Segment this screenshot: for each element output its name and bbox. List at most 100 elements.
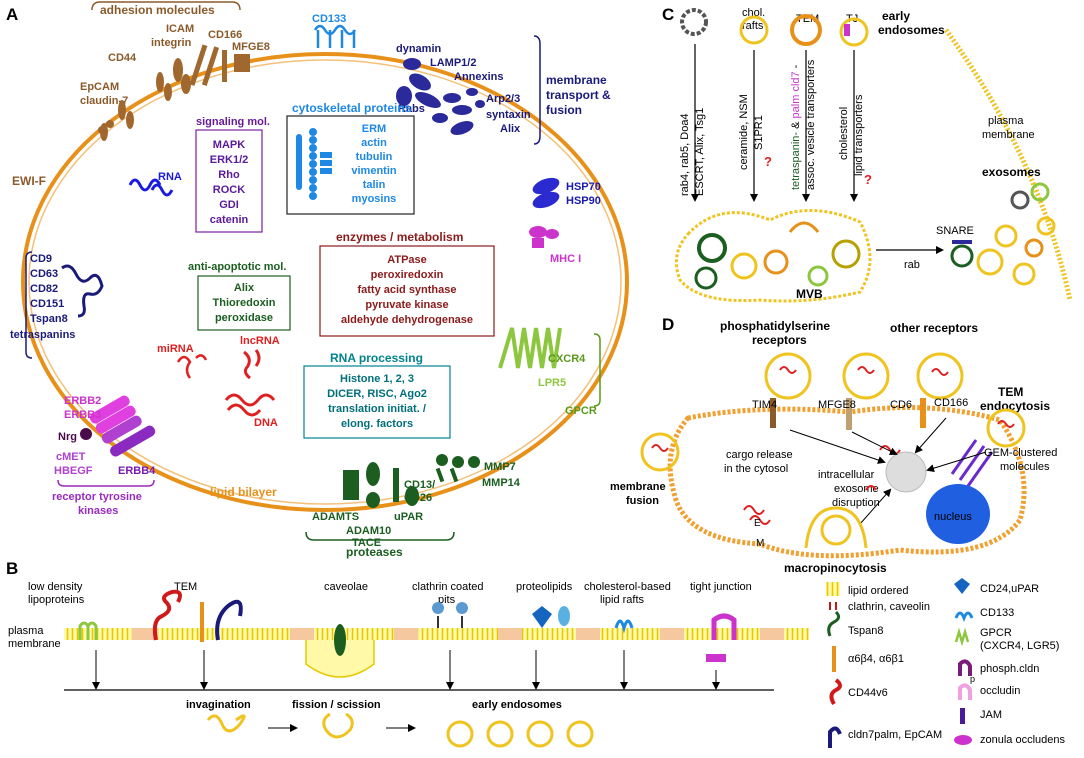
cytoskeletal-item: tubulin — [356, 151, 393, 163]
legend-cd24: CD24,uPAR — [980, 583, 1039, 595]
panel-a: A adhesion molecules ICAM integrin CD166… — [6, 1, 629, 559]
pathway-3a: tetraspanin- & palm cld7 - — [790, 64, 802, 190]
panel-b-legend: lipid ordered clathrin, caveolin Tspan8 … — [826, 578, 1066, 748]
caveolae-dip — [305, 640, 375, 678]
cd44-label: CD44 — [108, 52, 137, 64]
protease-bracket — [305, 531, 455, 541]
legend-zonula: zonula occludens — [980, 734, 1066, 746]
hsp90-shape — [532, 191, 560, 209]
macropinocytosis-cup — [804, 506, 868, 549]
legend-gpcr-swatch — [954, 627, 970, 647]
transport-title-3: fusion — [546, 103, 582, 117]
legend-gpcr-1: GPCR — [980, 627, 1012, 639]
cd133-b-shape — [614, 619, 634, 634]
legend-cldn7: cldn7palm, EpCAM — [848, 729, 942, 741]
membrane-patch — [132, 628, 158, 640]
mhc-label: MHC I — [550, 253, 581, 265]
cd26-label: CD26 — [404, 492, 432, 504]
exosome — [1030, 182, 1050, 202]
signaling-item: ROCK — [213, 184, 245, 196]
tj-label: tight junction — [690, 581, 752, 593]
caveolae-protein — [334, 624, 346, 656]
pathway-2-question: ? — [764, 154, 772, 169]
cmet-label: cMET — [56, 451, 86, 463]
cd166-label: CD166 — [208, 29, 242, 41]
chol-rafts-label-1: chol. — [742, 7, 765, 19]
legend-integrin-swatch — [832, 646, 836, 672]
tj-claudin — [711, 613, 737, 640]
tem-cd44v6 — [152, 589, 182, 641]
cd133-shape — [313, 24, 357, 48]
d-exosome-cargo — [651, 366, 1015, 452]
signaling-item: ERK1/2 — [210, 154, 249, 166]
pathway-3-tetraspanin: tetraspanin- — [790, 132, 802, 190]
gpcr-bracket — [593, 333, 601, 407]
legend-lipid: lipid ordered — [848, 585, 909, 597]
claudin-label: claudin-7 — [80, 95, 128, 107]
clathrin-label-2: pits — [438, 594, 456, 606]
ldl-gpcr — [78, 621, 98, 640]
tim4-receptor — [770, 398, 776, 428]
early-endosome — [566, 720, 594, 748]
e-label: E — [754, 518, 761, 529]
clathrin-stalks — [437, 616, 463, 628]
d-exosome — [916, 352, 964, 400]
fusion-label-2: fusion — [626, 495, 659, 507]
rtk-title-2: kinases — [78, 505, 118, 517]
gem-clustered-shape — [950, 439, 994, 487]
tim4-label: TIM4 — [752, 399, 777, 411]
panel-c: C chol. rafts TEM TJ early endosomes rab… — [662, 5, 1073, 303]
tem-cldn7 — [215, 599, 243, 641]
caveolae-label: caveolae — [324, 581, 368, 593]
ldl-label-2: lipoproteins — [28, 594, 85, 606]
legend-jam-swatch — [960, 708, 965, 724]
adamts-label: ADAMTS — [312, 511, 359, 523]
mvb-vesicle — [807, 265, 829, 287]
exosome — [1010, 190, 1030, 210]
early-endosomes-label: early endosomes — [472, 699, 562, 711]
legend-occludin-swatch — [958, 683, 972, 700]
clathrin-cargo — [456, 602, 468, 614]
snare-marker — [952, 240, 972, 244]
cxcr4-label: CXCR4 — [548, 353, 586, 365]
tj-zonula — [706, 654, 726, 662]
exosomes-label: exosomes — [982, 165, 1041, 179]
panel-d-label: D — [662, 315, 674, 334]
legend-integrins: α6β4, α6β1 — [848, 653, 904, 665]
d-exosome — [842, 352, 890, 400]
tem-d-label-2: endocytosis — [980, 399, 1050, 413]
uptake-arrow — [789, 429, 886, 464]
gem-label-1: GEM-clustered — [984, 447, 1057, 459]
pathway-2b: S1PR1 — [753, 115, 765, 150]
ps-label-1: phosphatidylserine — [720, 319, 830, 333]
cytoskeleton-shape — [296, 128, 332, 200]
tetraspanin-item: CD151 — [30, 298, 64, 310]
enzymes-item: ATPase — [387, 254, 427, 266]
mvb-outline — [674, 209, 872, 303]
hsp70-shape — [532, 177, 560, 195]
legend-phosph-swatch — [958, 659, 972, 676]
legend-cd133: CD133 — [980, 607, 1014, 619]
nucleus — [926, 484, 990, 544]
adam10-label: ADAM10 — [346, 525, 391, 537]
exosome — [976, 248, 1004, 276]
rtk-title-1: receptor tyrosine — [52, 491, 142, 503]
signaling-item: Rho — [218, 169, 240, 181]
cytoskeletal-item: actin — [361, 137, 387, 149]
proteases-title: proteases — [346, 545, 403, 559]
fission-shape — [322, 712, 354, 739]
snare-vesicle — [950, 244, 974, 268]
cd13-label: CD13/ — [404, 479, 435, 491]
cytoskeletal-item: ERM — [362, 123, 386, 135]
lipid-bilayer-label: lipid bilayer — [210, 485, 277, 499]
membrane-patch — [498, 628, 522, 640]
legend-phosph: phosph.cldn — [980, 663, 1039, 675]
rna-processing-item: translation initiat. / — [328, 403, 426, 415]
rtk-shapes — [80, 395, 156, 457]
integrin-label: integrin — [151, 37, 192, 49]
rna-processing-item: Histone 1, 2, 3 — [340, 373, 414, 385]
annexins-label: Annexins — [454, 71, 504, 83]
other-receptors-label: other receptors — [890, 321, 978, 335]
tetraspanin-shape — [61, 264, 104, 318]
